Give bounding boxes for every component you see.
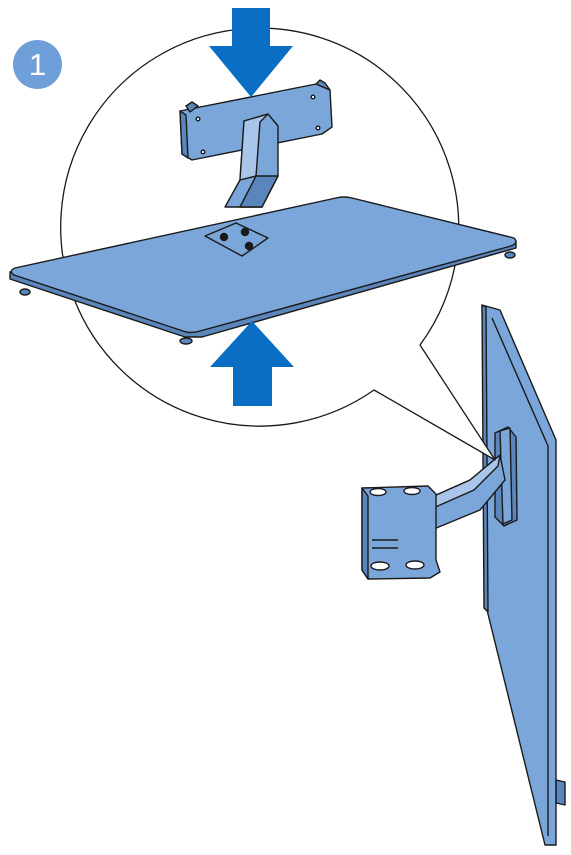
step-number-badge: 1 bbox=[13, 40, 62, 89]
neck-bracket bbox=[179, 79, 333, 208]
base-plate bbox=[9, 196, 517, 345]
stand-arm bbox=[361, 426, 518, 580]
arrow-down-icon bbox=[209, 8, 293, 97]
step-number: 1 bbox=[28, 47, 47, 82]
monitor-panel bbox=[481, 304, 566, 846]
arrow-up-icon bbox=[210, 321, 294, 406]
